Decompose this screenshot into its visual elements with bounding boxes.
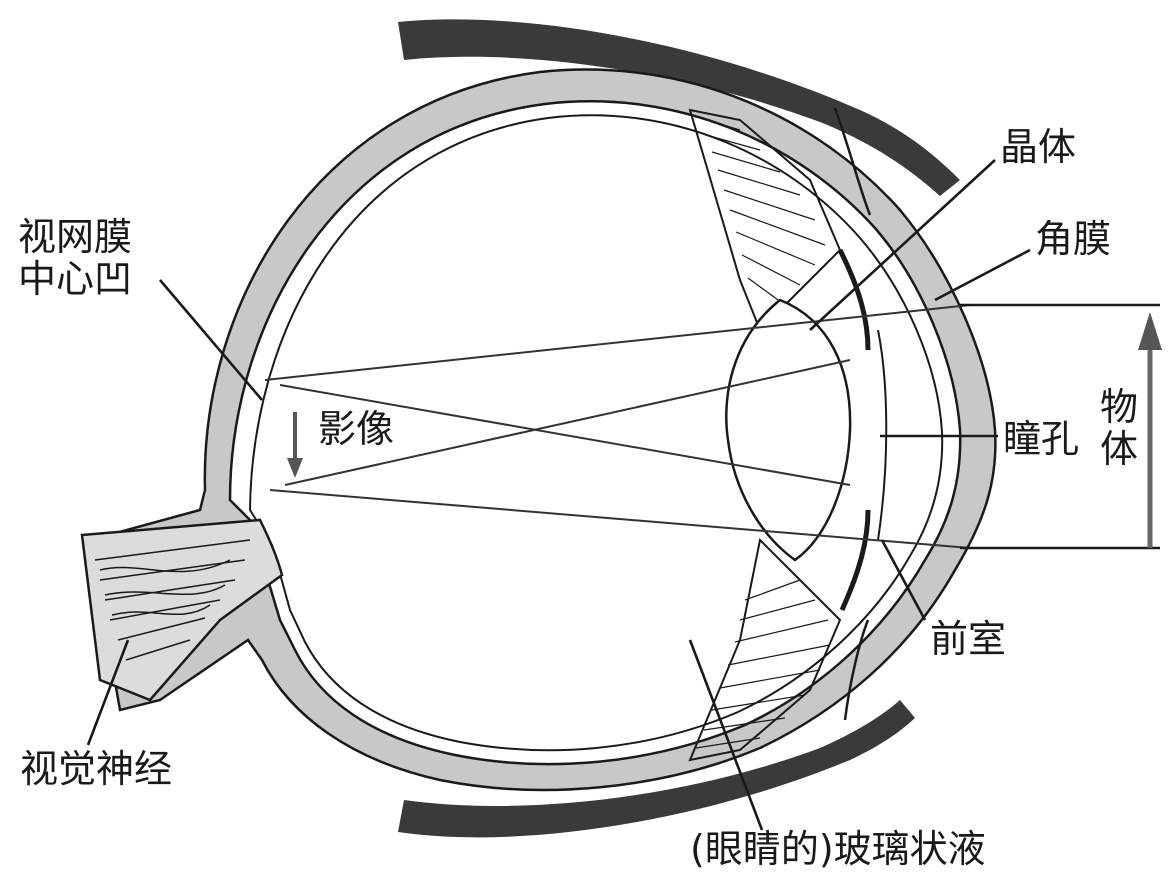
leader-optic-nerve: [86, 639, 130, 746]
image-arrow-head: [287, 458, 303, 478]
light-ray-upper: [264, 304, 971, 381]
label-cornea: 角膜: [1035, 217, 1111, 261]
label-pupil: 瞳孔: [1003, 417, 1079, 461]
label-optic-nerve: 视觉神经: [20, 747, 172, 791]
leader-anterior-chamber: [880, 539, 927, 621]
label-anterior-chamber: 前室: [930, 617, 1006, 661]
upper-eyelid: [833, 107, 872, 216]
lower-eye-muscle: [398, 700, 915, 838]
leader-cornea: [934, 248, 1031, 302]
label-object-char2: 体: [1100, 427, 1138, 471]
cornea-inner: [877, 329, 888, 541]
object-arrow-head: [1138, 312, 1162, 350]
label-vitreous: (眼睛的)玻璃状液: [690, 827, 986, 871]
label-fovea-line2: 中心凹: [18, 257, 132, 301]
leader-fovea: [159, 279, 263, 401]
ciliary-body-upper: [688, 108, 842, 332]
retina-line: [248, 114, 944, 752]
ciliary-hatch-upper: [699, 117, 826, 306]
ciliary-hatch-lower: [695, 579, 831, 749]
label-lens: 晶体: [1000, 125, 1076, 169]
iris-lower: [839, 509, 871, 612]
iris-upper: [837, 248, 871, 351]
leader-lens: [809, 159, 996, 331]
lower-eyelid: [843, 619, 870, 721]
lens: [725, 298, 852, 562]
upper-eye-muscle: [398, 19, 960, 196]
light-ray-lower: [269, 489, 971, 549]
optic-nerve: [80, 518, 284, 702]
light-ray-upper-2: [284, 359, 851, 486]
sclera-band: [88, 68, 997, 792]
label-object-char1: 物: [1100, 385, 1138, 429]
leader-vitreous: [688, 639, 764, 831]
label-image: 影像: [318, 407, 394, 451]
label-fovea-line1: 视网膜: [18, 215, 132, 259]
optic-nerve-fibers: [94, 539, 251, 661]
light-ray-lower-2: [279, 384, 851, 486]
